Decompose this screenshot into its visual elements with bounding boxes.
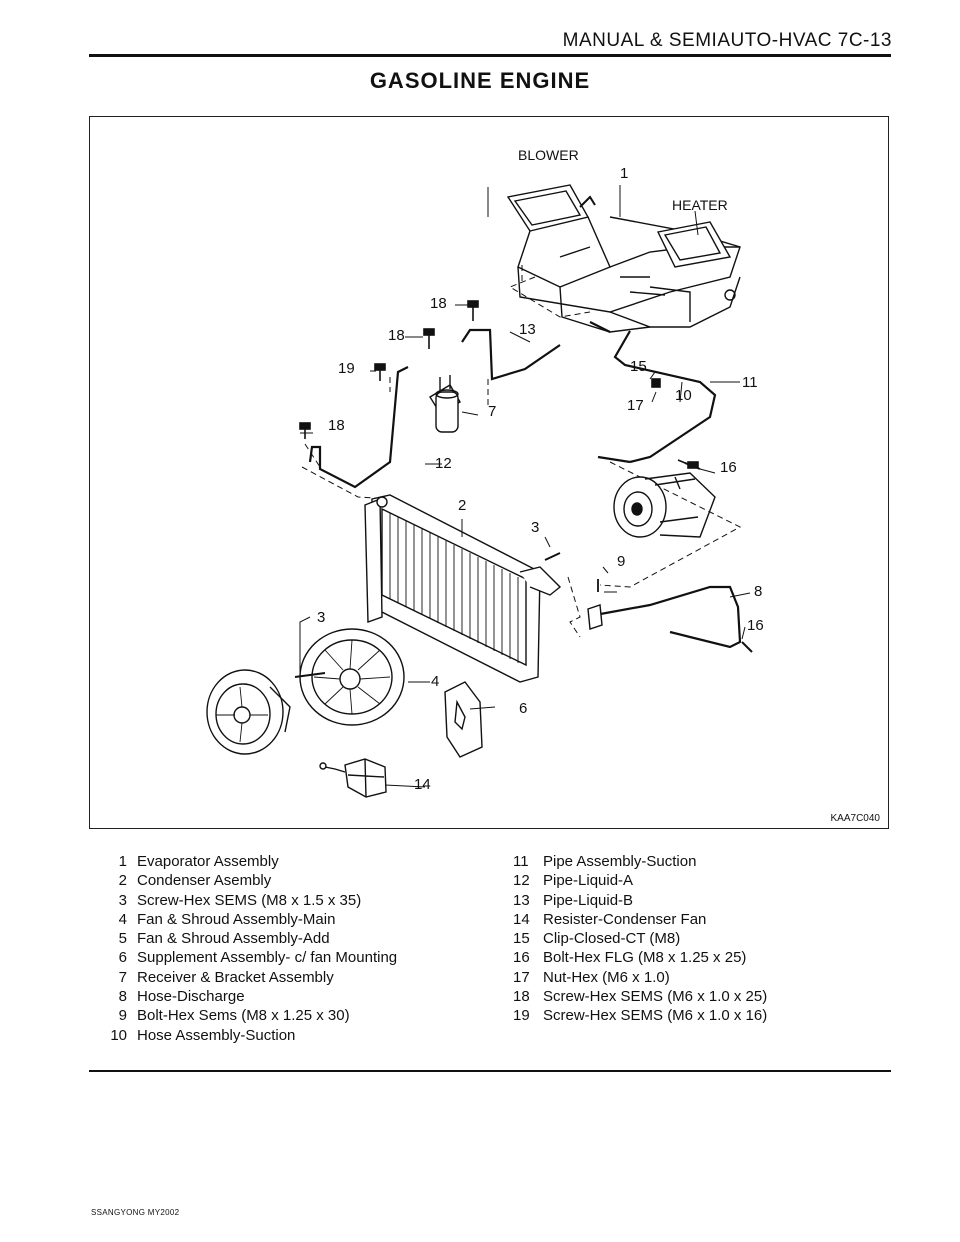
- legend-item: 6 Supplement Assembly- c/ fan Mounting: [97, 948, 477, 967]
- legend-number: 12: [513, 872, 530, 890]
- blower-label: BLOWER: [518, 147, 579, 163]
- legend-number: 14: [513, 910, 530, 928]
- callout-10: 10: [675, 387, 692, 404]
- legend-text: Screw-Hex SEMS (M6 x 1.0 x 25): [543, 988, 768, 1006]
- callout-18-middle: 18: [388, 327, 405, 344]
- legend-text: Screw-Hex SEMS (M6 x 1.0 x 16): [543, 1007, 768, 1025]
- heater-label: HEATER: [672, 197, 728, 213]
- legend-item: 4 Fan & Shroud Assembly-Main: [97, 910, 477, 929]
- exploded-diagram: BLOWER HEATER 1 2 3 3 4 6 7 8 9 10 11 12…: [89, 116, 889, 829]
- legend-text: Receiver & Bracket Assembly: [137, 968, 334, 986]
- legend-item: 19 Screw-Hex SEMS (M6 x 1.0 x 16): [513, 1006, 873, 1025]
- callout-14: 14: [414, 776, 431, 793]
- callout-11: 11: [742, 374, 758, 391]
- header-rule: [89, 54, 891, 57]
- legend-text: Resister-Condenser Fan: [543, 910, 707, 928]
- legend-item: 15 Clip-Closed-CT (M8): [513, 929, 873, 948]
- bolts-drawing: [299, 300, 699, 469]
- legend-number: 19: [513, 1007, 530, 1025]
- callout-19: 19: [338, 360, 355, 377]
- legend-item: 1 Evaporator Assembly: [97, 852, 477, 871]
- callout-8: 8: [754, 583, 763, 600]
- resistor-drawing: [319, 758, 387, 798]
- legend-number: 2: [118, 872, 127, 890]
- legend-text: Hose-Discharge: [137, 988, 245, 1006]
- legend-text: Evaporator Assembly: [137, 853, 279, 870]
- legend-item: 2 Condenser Asembly: [97, 871, 477, 890]
- legend-text: Screw-Hex SEMS (M8 x 1.5 x 35): [137, 891, 362, 909]
- callout-7: 7: [488, 403, 497, 420]
- legend-number: 11: [513, 853, 529, 870]
- receiver-drawing: [429, 375, 461, 433]
- legend-number: 15: [513, 930, 530, 948]
- legend-number: 4: [118, 910, 127, 928]
- figure-code: KAA7C040: [830, 813, 880, 824]
- callout-6: 6: [519, 700, 528, 717]
- callout-2: 2: [458, 497, 467, 514]
- legend-text: Pipe-Liquid-B: [543, 891, 634, 909]
- legend-number: 13: [513, 891, 530, 909]
- legend-number: 5: [118, 930, 127, 948]
- callout-3-upper: 3: [531, 519, 540, 536]
- running-header: MANUAL & SEMIAUTO-HVAC 7C-13: [562, 30, 892, 51]
- bracket-drawing: [444, 681, 483, 758]
- legend-number: 16: [513, 949, 530, 967]
- legend-text: Nut-Hex (M6 x 1.0): [543, 968, 670, 986]
- legend-item: 9 Bolt-Hex Sems (M8 x 1.25 x 30): [97, 1006, 477, 1025]
- legend-number: 8: [118, 988, 127, 1006]
- legend-text: Bolt-Hex Sems (M8 x 1.25 x 30): [137, 1007, 350, 1025]
- legend-item: 7 Receiver & Bracket Assembly: [97, 968, 477, 987]
- callout-4: 4: [431, 673, 440, 690]
- legend-number: 6: [118, 949, 127, 967]
- footer-rule: [89, 1070, 891, 1072]
- callout-18-left: 18: [328, 417, 345, 434]
- legend-item: 13 Pipe-Liquid-B: [513, 891, 873, 910]
- callout-15: 15: [630, 358, 647, 375]
- legend-item: 5 Fan & Shroud Assembly-Add: [97, 929, 477, 948]
- legend-text: Fan & Shroud Assembly-Add: [137, 930, 330, 948]
- callout-16-upper: 16: [720, 459, 737, 476]
- callout-13: 13: [519, 321, 536, 338]
- compressor-drawing: [613, 472, 716, 538]
- callout-16-lower: 16: [747, 617, 764, 634]
- legend-item: 16 Bolt-Hex FLG (M8 x 1.25 x 25): [513, 948, 873, 967]
- legend-item: 12 Pipe-Liquid-A: [513, 871, 873, 890]
- legend-item: 8 Hose-Discharge: [97, 987, 477, 1006]
- callout-3-lower: 3: [317, 609, 326, 626]
- legend-number: 18: [513, 988, 530, 1006]
- legend-text: Hose Assembly-Suction: [137, 1026, 296, 1044]
- callout-1: 1: [620, 165, 629, 182]
- legend-item: 17 Nut-Hex (M6 x 1.0): [513, 968, 873, 987]
- legend-item: 11 Pipe Assembly-Suction: [513, 852, 873, 871]
- legend-text: Pipe Assembly-Suction: [543, 853, 697, 870]
- legend-number: 10: [110, 1026, 127, 1044]
- legend-text: Bolt-Hex FLG (M8 x 1.25 x 25): [543, 949, 747, 967]
- callout-9: 9: [617, 553, 626, 570]
- legend-number: 7: [118, 968, 127, 986]
- legend-text: Pipe-Liquid-A: [543, 872, 634, 890]
- fan-main-drawing: [294, 628, 405, 726]
- legend-text: Clip-Closed-CT (M8): [543, 930, 681, 948]
- callout-18-top: 18: [430, 295, 447, 312]
- legend-number: 1: [118, 853, 127, 870]
- legend-item: 18 Screw-Hex SEMS (M6 x 1.0 x 25): [513, 987, 873, 1006]
- page-title: GASOLINE ENGINE: [369, 68, 591, 93]
- legend-item: 3 Screw-Hex SEMS (M8 x 1.5 x 35): [97, 891, 477, 910]
- callout-12: 12: [435, 455, 452, 472]
- legend-number: 9: [118, 1007, 127, 1025]
- legend-text: Condenser Asembly: [137, 872, 272, 890]
- diagram-drawing: [206, 184, 753, 798]
- fan-add-drawing: [206, 669, 291, 755]
- legend-number: 3: [118, 891, 127, 909]
- legend-text: Supplement Assembly- c/ fan Mounting: [137, 949, 398, 967]
- legend-text: Fan & Shroud Assembly-Main: [137, 910, 336, 928]
- legend-item: 10 Hose Assembly-Suction: [97, 1026, 477, 1045]
- callout-17: 17: [627, 397, 644, 414]
- legend-number: 17: [513, 968, 530, 986]
- condenser-drawing: [364, 494, 562, 683]
- footer-text: SSANGYONG MY2002: [91, 1208, 180, 1217]
- legend-item: 14 Resister-Condenser Fan: [513, 910, 873, 929]
